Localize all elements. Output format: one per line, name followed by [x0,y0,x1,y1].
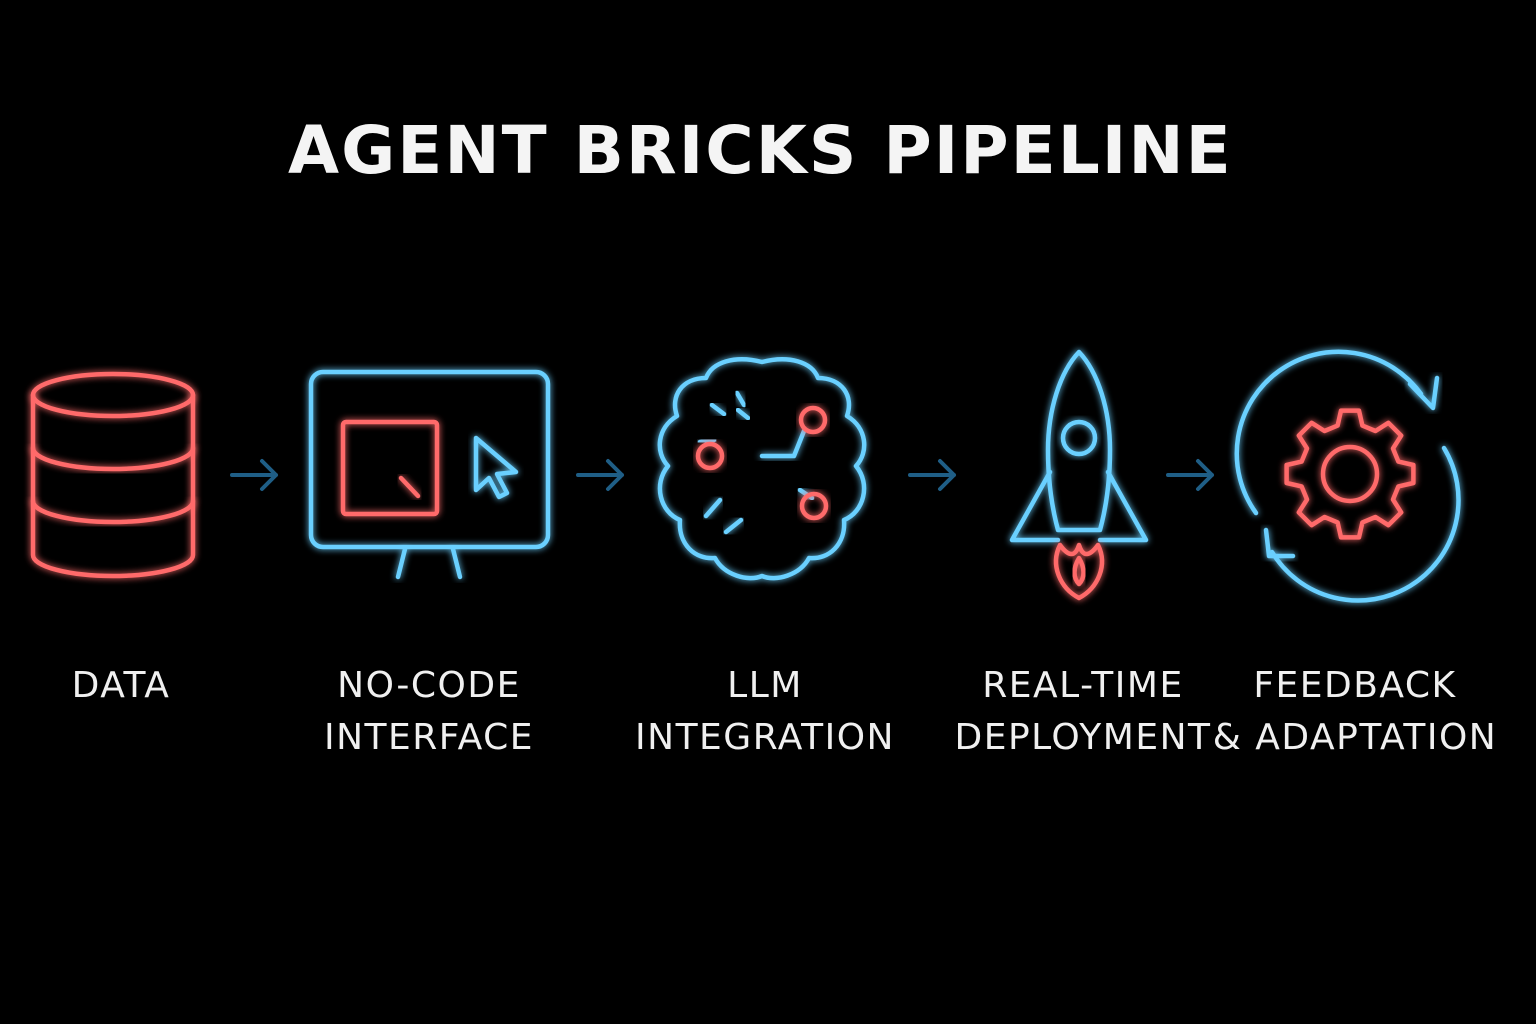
step-label-real-time-deployment: REAL-TIME DEPLOYMENT [954,660,1211,764]
step-label-no-code-interface: NO-CODE INTERFACE [324,660,534,764]
label-line: INTERFACE [323,717,535,758]
label-line: & ADAPTATION [1212,717,1498,758]
flow-arrow-1 [230,459,278,491]
flow-arrow-3 [908,459,956,491]
label-line: NO-CODE [337,665,521,706]
rocket-icon [1009,349,1149,601]
step-label-data: DATA [72,660,171,712]
page-title: AGENT BRICKS PIPELINE [288,112,1233,189]
label-line: LLM [727,665,803,706]
label-line: FEEDBACK [1253,665,1457,706]
gear-cycle-icon [1234,349,1461,603]
label-line: REAL-TIME [982,665,1184,706]
flow-arrow-2 [576,459,624,491]
gear-shape [1284,408,1416,540]
label-line: INTEGRATION [635,717,895,758]
monitor-ui-icon [308,369,551,581]
brain-icon [657,357,867,581]
label-line: DEPLOYMENT [954,717,1212,758]
database-icon [30,371,196,579]
label-line: DATA [71,665,171,706]
step-label-feedback-adaptation: FEEDBACK & ADAPTATION [1213,660,1497,764]
gear-outline [1284,408,1416,540]
step-label-llm-integration: LLM INTEGRATION [635,660,895,764]
flow-arrow-4 [1166,459,1214,491]
